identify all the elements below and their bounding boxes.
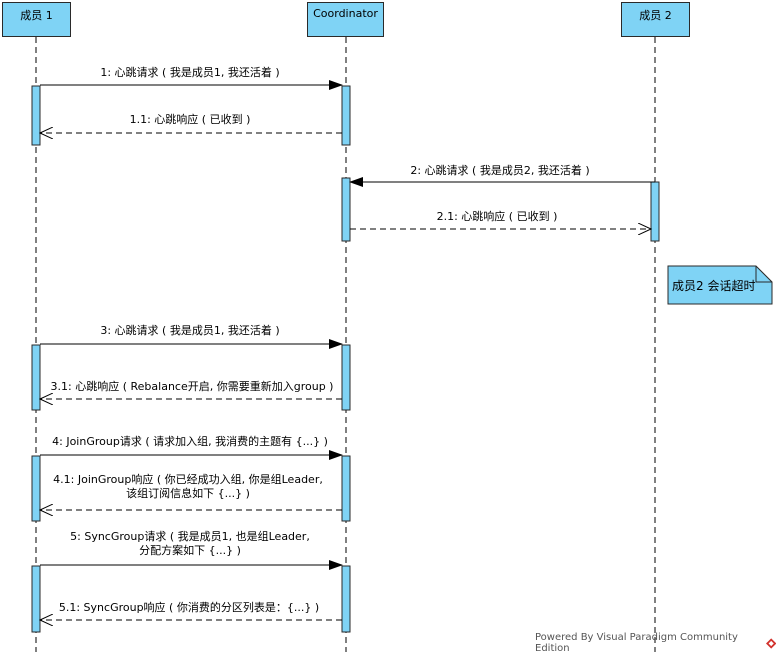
footer-text: Powered By Visual Paradigm Community Edi… — [535, 632, 738, 654]
message-label-8: 4.1: JoinGroup响应 ( 你已经成功入组, 你是组Leader, — [53, 472, 323, 486]
message-label-9: 5: SyncGroup请求 ( 我是成员1, 也是组Leader, — [70, 529, 310, 543]
message-label-3: 2: 心跳请求 ( 我是成员2, 我还活着 ) — [410, 163, 589, 177]
footer-credit: Powered By Visual Paradigm Community Edi… — [535, 632, 776, 654]
activation-bar-m1 — [31, 85, 41, 146]
activation-bar-coord — [341, 85, 351, 146]
note-text: 成员2 会话超时 — [672, 278, 756, 293]
participant-coordinator: Coordinator — [307, 2, 384, 37]
message-label-6: 3.1: 心跳响应 ( Rebalance开启, 你需要重新加入group ) — [51, 379, 334, 393]
participant-member-1-label: 成员 1 — [20, 9, 53, 22]
message-label-1: 1: 心跳请求 ( 我是成员1, 我还活着 ) — [100, 65, 279, 79]
visual-paradigm-logo-icon — [765, 637, 776, 649]
activation-bar-coord — [341, 344, 351, 411]
activation-bar-m2 — [650, 181, 660, 242]
message-label-10: 5.1: SyncGroup响应 ( 你消费的分区列表是：{...} ) — [59, 600, 319, 614]
activation-bar-coord — [341, 177, 351, 242]
activation-bar-coord — [341, 455, 351, 522]
message-label-2: 1.1: 心跳响应 ( 已收到 ) — [130, 112, 251, 126]
activation-bar-m1 — [31, 344, 41, 411]
message-label-5: 3: 心跳请求 ( 我是成员1, 我还活着 ) — [100, 323, 279, 337]
participant-member-2-label: 成员 2 — [639, 9, 672, 22]
participant-coordinator-label: Coordinator — [313, 7, 378, 20]
activation-bar-m1 — [31, 455, 41, 522]
message-label-9: 分配方案如下 {...} ) — [139, 543, 241, 557]
participant-member-2: 成员 2 — [621, 2, 690, 37]
participant-member-1: 成员 1 — [2, 2, 71, 37]
message-label-8: 该组订阅信息如下 {...} ) — [126, 486, 250, 500]
note-member-2-timeout: 成员2 会话超时 — [668, 266, 772, 304]
activation-bar-m1 — [31, 565, 41, 633]
message-label-4: 2.1: 心跳响应 ( 已收到 ) — [437, 209, 558, 223]
message-label-7: 4: JoinGroup请求 ( 请求加入组, 我消费的主题有 {...} ) — [52, 434, 328, 448]
activation-bar-coord — [341, 565, 351, 633]
